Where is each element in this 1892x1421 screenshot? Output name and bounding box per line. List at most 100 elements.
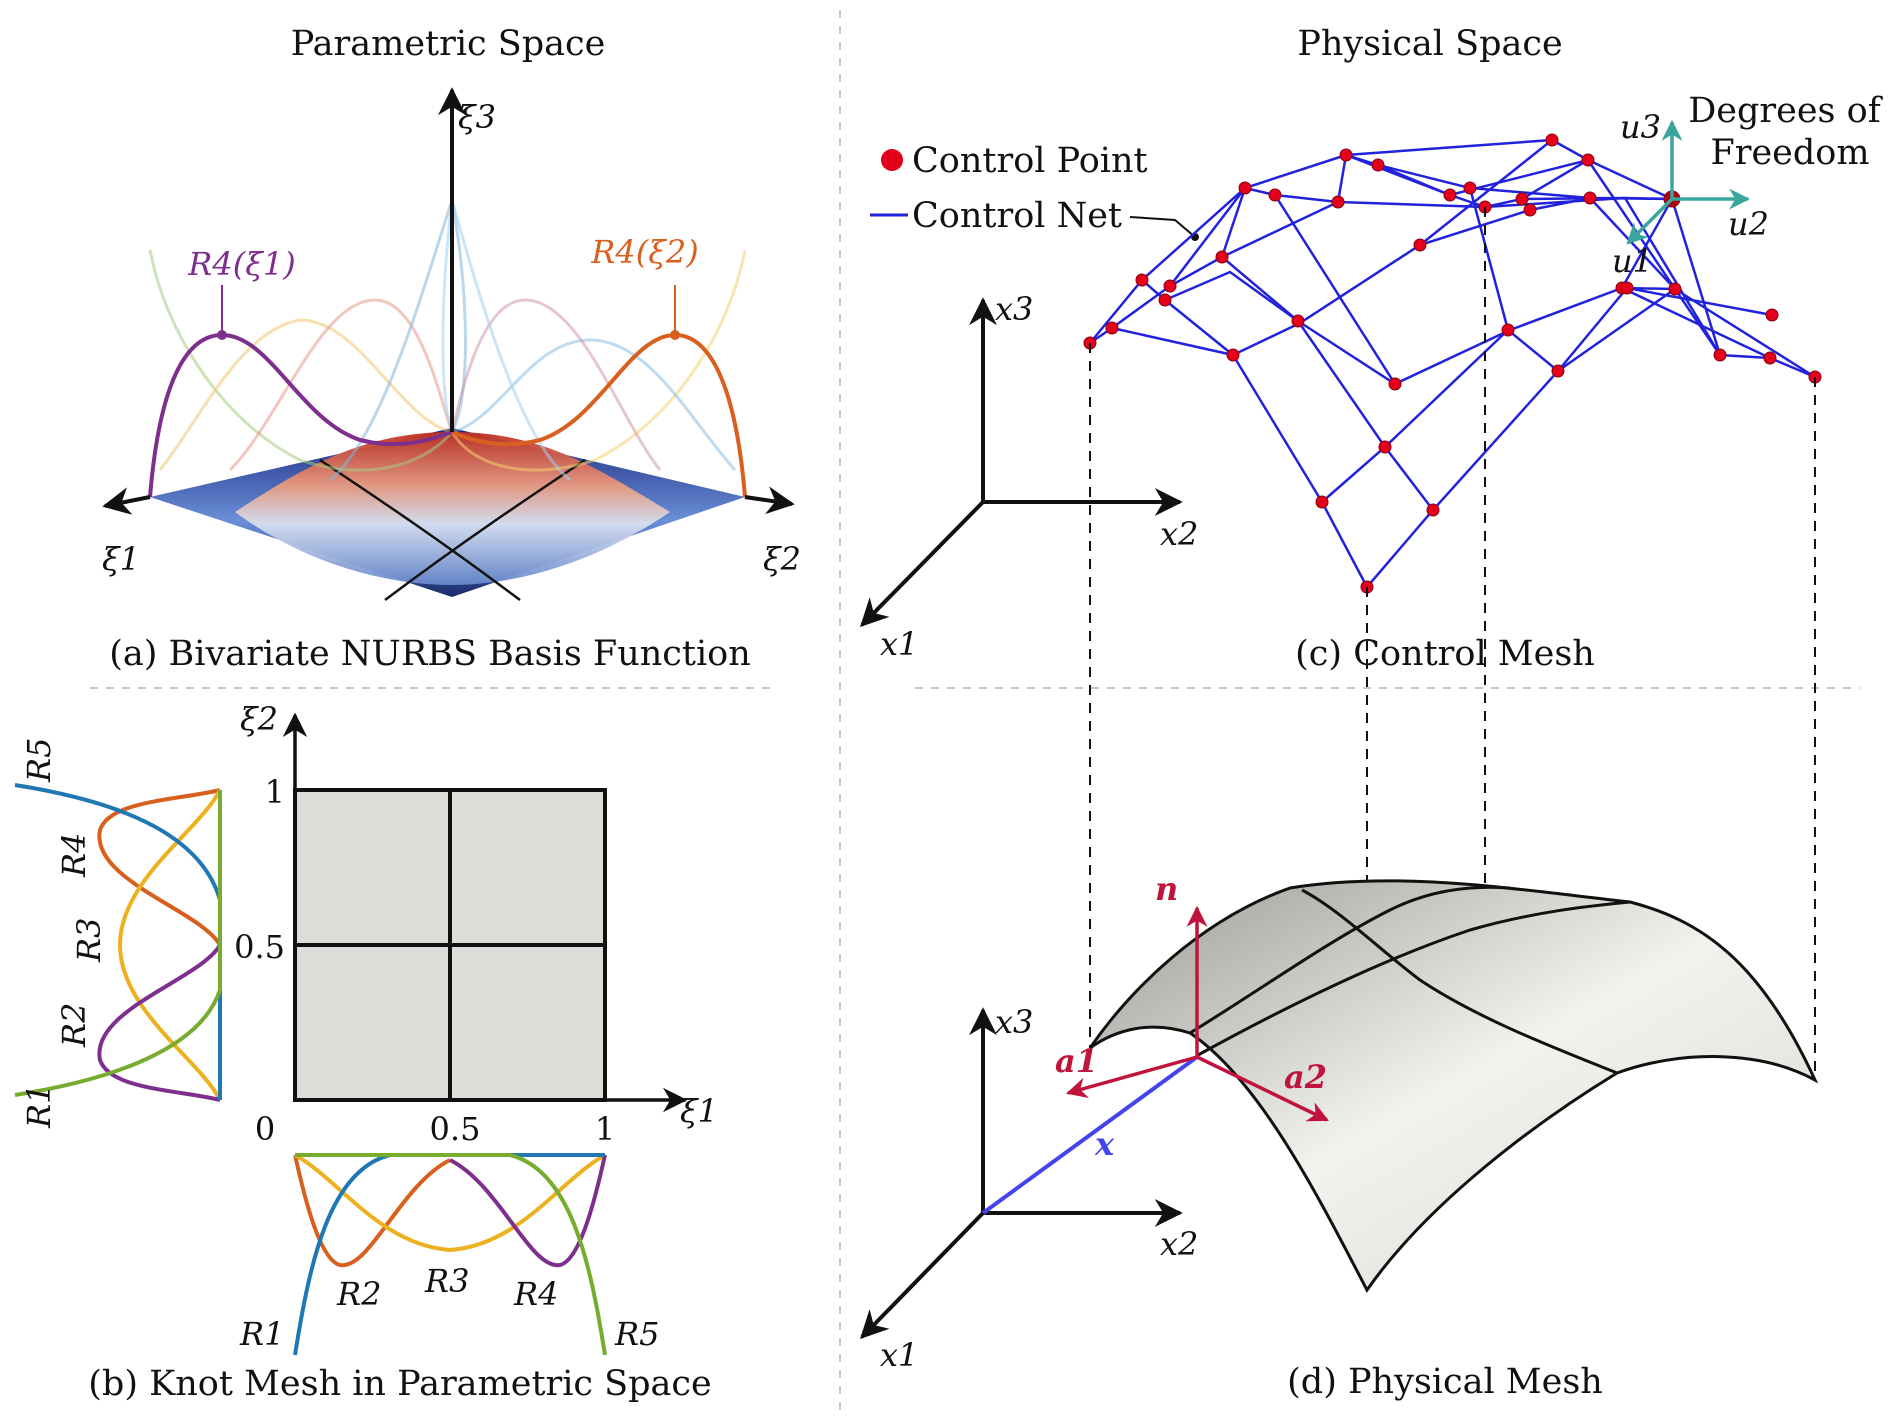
- net-edge: [1419, 139, 1553, 246]
- control-point: [1765, 308, 1779, 322]
- c-x2-label: x2: [1160, 515, 1198, 553]
- control-point: [1583, 191, 1597, 205]
- faded-basis-curve: [158, 318, 453, 471]
- xi3-label: ξ3: [458, 98, 496, 136]
- control-point: [1426, 503, 1440, 517]
- control-point: [1378, 440, 1392, 454]
- control-point: [1413, 238, 1427, 252]
- control-point: [1443, 188, 1457, 202]
- control-point: [1163, 279, 1177, 293]
- bottom-basis-r2: [293, 1154, 451, 1268]
- left-basis-r4: [97, 788, 222, 947]
- faded-basis-curve: [450, 249, 747, 472]
- xi2-axis: [744, 486, 795, 515]
- control-point: [1339, 148, 1353, 162]
- net-edge: [1089, 153, 1816, 379]
- dof-label-text: Degrees of: [1688, 91, 1883, 131]
- control-point: [1668, 282, 1682, 296]
- physical-shell-surface: [1088, 879, 1819, 1293]
- control-point: [1620, 281, 1634, 295]
- xi1-axis: [102, 487, 151, 515]
- shell-knot-line: [1189, 885, 1511, 1035]
- a1-label: a1: [1055, 1042, 1098, 1080]
- control-point: [1523, 203, 1537, 217]
- tick-xi1-one: 1: [595, 1110, 615, 1148]
- shell-knot-line: [1197, 900, 1631, 1057]
- net-edge: [1321, 286, 1773, 503]
- faded-basis-curve: [148, 249, 454, 472]
- left-basis-r5: [14, 783, 222, 1100]
- control-point: [1501, 323, 1515, 337]
- panel-d-physical-mesh: x3 x2 x1 n a1 a2 x: [860, 870, 1819, 1374]
- left-basis-r1: [14, 790, 222, 1097]
- r4-xi2-label: R4(ξ2): [590, 233, 698, 271]
- control-points: [1083, 133, 1822, 594]
- control-point: [1291, 314, 1305, 328]
- dof-label-text-line2: Freedom: [1710, 133, 1869, 173]
- position-vector-x: [981, 1055, 1199, 1215]
- net-edge: [1432, 287, 1816, 511]
- knot-xi2-label: ξ2: [240, 700, 278, 738]
- r4-xi1-peak-marker: [217, 330, 227, 340]
- parametric-space-title: Parametric Space: [291, 24, 606, 64]
- bottom-basis-r4: [449, 1154, 607, 1268]
- r4-xi2-peak-marker: [670, 330, 680, 340]
- left-basis-r3: [117, 789, 222, 1101]
- control-point: [1545, 133, 1559, 147]
- control-point: [1763, 351, 1777, 365]
- control-point: [1551, 364, 1565, 378]
- caption-b: (b) Knot Mesh in Parametric Space: [88, 1364, 711, 1404]
- xi1-label: ξ1: [102, 540, 140, 578]
- dof-u1-arrow: [1626, 197, 1674, 245]
- legend-control-net: Control Net: [912, 196, 1122, 236]
- faded-basis-curve: [451, 338, 737, 472]
- control-point: [1226, 348, 1240, 362]
- panel-a-basis-function: ξ3 ξ1 ξ2 R4(ξ1) R4(ξ2): [102, 87, 801, 602]
- bottom-label-r1: R1: [239, 1315, 284, 1353]
- d-x1-label: x1: [880, 1336, 918, 1374]
- control-point: [1105, 321, 1119, 335]
- tick-xi2-half: 0.5: [234, 928, 285, 966]
- legend-control-point: Control Point: [912, 141, 1148, 181]
- dof-u1-label: u1: [1612, 242, 1653, 280]
- caption-d: (d) Physical Mesh: [1287, 1362, 1603, 1402]
- control-point: [1515, 192, 1529, 206]
- a2-label: a2: [1284, 1058, 1327, 1096]
- dof-label: Degrees of Freedom: [1688, 91, 1892, 173]
- faded-basis-curve: [450, 298, 662, 471]
- tangent-vector-a2: [1196, 1055, 1329, 1122]
- c-x3-label: x3: [995, 290, 1033, 328]
- control-point: [1371, 158, 1385, 172]
- control-point: [1215, 250, 1229, 264]
- control-point: [1238, 181, 1252, 195]
- panel-b-knot-mesh: ξ1 ξ2 0 0.5 1 0.5 1 R1 R2 R3 R4 R5 R1 R2…: [14, 700, 718, 1356]
- bottom-basis-r1: [293, 1153, 605, 1356]
- control-point: [1158, 293, 1172, 307]
- bottom-label-r3: R3: [424, 1262, 469, 1300]
- control-point: [1388, 377, 1402, 391]
- bottom-basis-r3: [294, 1153, 606, 1253]
- left-label-r2: R2: [55, 1003, 93, 1048]
- control-point: [1268, 188, 1282, 202]
- control-point: [1135, 273, 1149, 287]
- d-x2-label: x2: [1160, 1225, 1198, 1263]
- d-x3-label: x3: [995, 1003, 1033, 1041]
- left-label-r1: R1: [20, 1084, 58, 1129]
- bottom-label-r4: R4: [513, 1275, 558, 1313]
- caption-a: (a) Bivariate NURBS Basis Function: [109, 634, 751, 674]
- left-label-r4: R4: [55, 833, 93, 878]
- net-edge: [1273, 194, 1397, 385]
- control-point: [1315, 495, 1329, 509]
- net-edge: [1345, 138, 1553, 157]
- control-point: [1463, 181, 1477, 195]
- control-net-leader: [1129, 216, 1196, 238]
- left-label-r5: R5: [20, 738, 58, 783]
- c-x1-label: x1: [880, 625, 918, 663]
- caption-c: (c) Control Mesh: [1295, 634, 1595, 674]
- panel-c-control-mesh: Control Point Control Net x3 x2 x1: [860, 91, 1892, 663]
- x-label: x: [1094, 1125, 1115, 1163]
- knot-xi1-label: ξ1: [680, 1092, 718, 1130]
- bottom-label-r5: R5: [614, 1315, 659, 1353]
- shell-knot-line: [1301, 888, 1618, 1075]
- basis-curve-r4-xi1: [148, 332, 453, 498]
